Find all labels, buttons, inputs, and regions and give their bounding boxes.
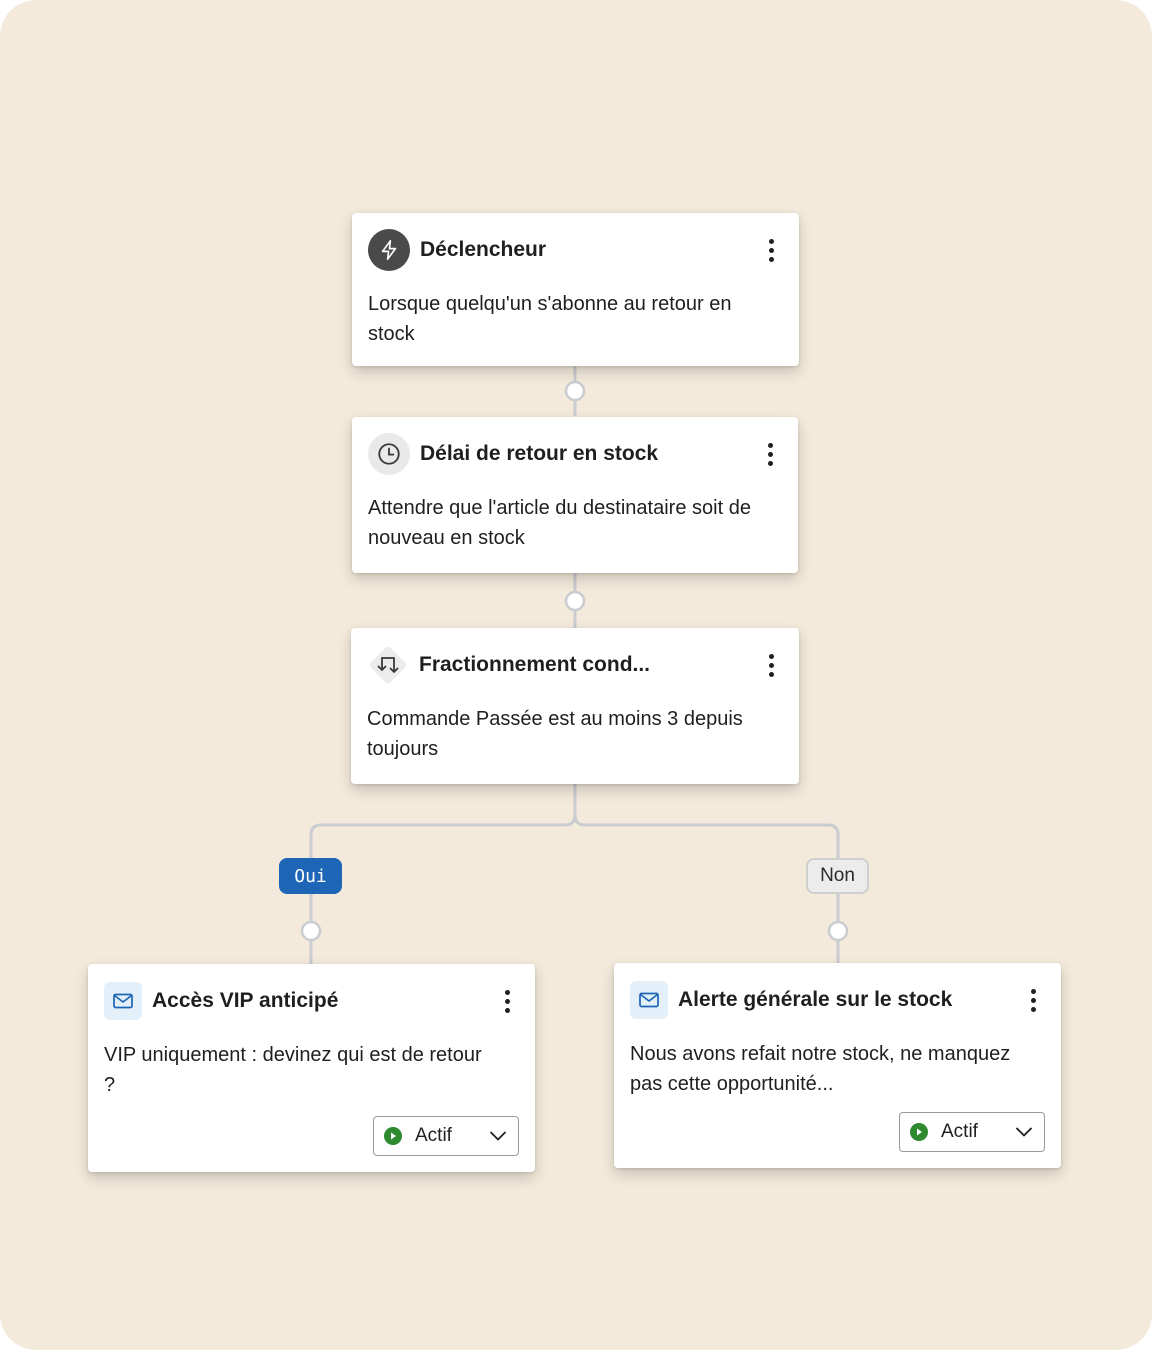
- add-step-node: [300, 920, 322, 942]
- more-options-icon[interactable]: [759, 234, 783, 266]
- conditional-split-card[interactable]: Fractionnement cond... Commande Passée e…: [351, 628, 799, 784]
- play-icon: [910, 1123, 928, 1141]
- more-options-icon[interactable]: [759, 649, 783, 681]
- chevron-down-icon: [1016, 1127, 1032, 1137]
- connector-split-no: [573, 814, 840, 858]
- email-card-vip[interactable]: Accès VIP anticipé VIP uniquement : devi…: [88, 964, 535, 1172]
- status-dropdown[interactable]: Actif: [373, 1116, 519, 1156]
- email-card-stock-alert[interactable]: Alerte générale sur le stock Nous avons …: [614, 963, 1061, 1168]
- status-value: Actif: [941, 1121, 978, 1142]
- more-options-icon[interactable]: [495, 985, 519, 1017]
- card-header: Délai de retour en stock: [368, 433, 782, 475]
- add-step-node: [564, 590, 586, 612]
- card-description: Lorsque quelqu'un s'abonne au retour en …: [368, 293, 732, 345]
- delay-card[interactable]: Délai de retour en stock Attendre que l'…: [352, 417, 798, 573]
- card-header: Accès VIP anticipé: [104, 980, 519, 1022]
- card-title: Accès VIP anticipé: [152, 989, 339, 1012]
- lightning-icon: [368, 229, 410, 271]
- more-options-icon[interactable]: [758, 438, 782, 470]
- branch-no-badge: Non: [806, 858, 869, 894]
- status-dropdown[interactable]: Actif: [899, 1112, 1045, 1152]
- card-description: Attendre que l'article du destinataire s…: [368, 497, 751, 549]
- more-options-icon[interactable]: [1021, 984, 1045, 1016]
- mail-icon: [630, 981, 668, 1019]
- connector-split-yes: [309, 784, 577, 858]
- clock-icon: [368, 433, 410, 475]
- play-icon: [384, 1127, 402, 1145]
- card-header: Déclencheur: [368, 229, 783, 271]
- card-description: Nous avons refait notre stock, ne manque…: [630, 1043, 1011, 1095]
- branch-yes-badge: Oui: [279, 858, 342, 894]
- card-title: Délai de retour en stock: [420, 442, 659, 465]
- split-arrows-icon: [367, 644, 409, 686]
- card-description: Commande Passée est au moins 3 depuis to…: [367, 708, 743, 760]
- card-title: Fractionnement cond...: [419, 653, 651, 676]
- trigger-card[interactable]: Déclencheur Lorsque quelqu'un s'abonne a…: [352, 213, 799, 366]
- card-header: Alerte générale sur le stock: [630, 979, 1045, 1021]
- card-title: Alerte générale sur le stock: [678, 988, 953, 1011]
- chevron-down-icon: [490, 1131, 506, 1141]
- card-description: VIP uniquement : devinez qui est de reto…: [104, 1044, 482, 1096]
- status-value: Actif: [415, 1125, 452, 1146]
- add-step-node: [827, 920, 849, 942]
- mail-icon: [104, 982, 142, 1020]
- card-header: Fractionnement cond...: [367, 644, 783, 686]
- card-title: Déclencheur: [420, 238, 547, 261]
- add-step-node: [564, 380, 586, 402]
